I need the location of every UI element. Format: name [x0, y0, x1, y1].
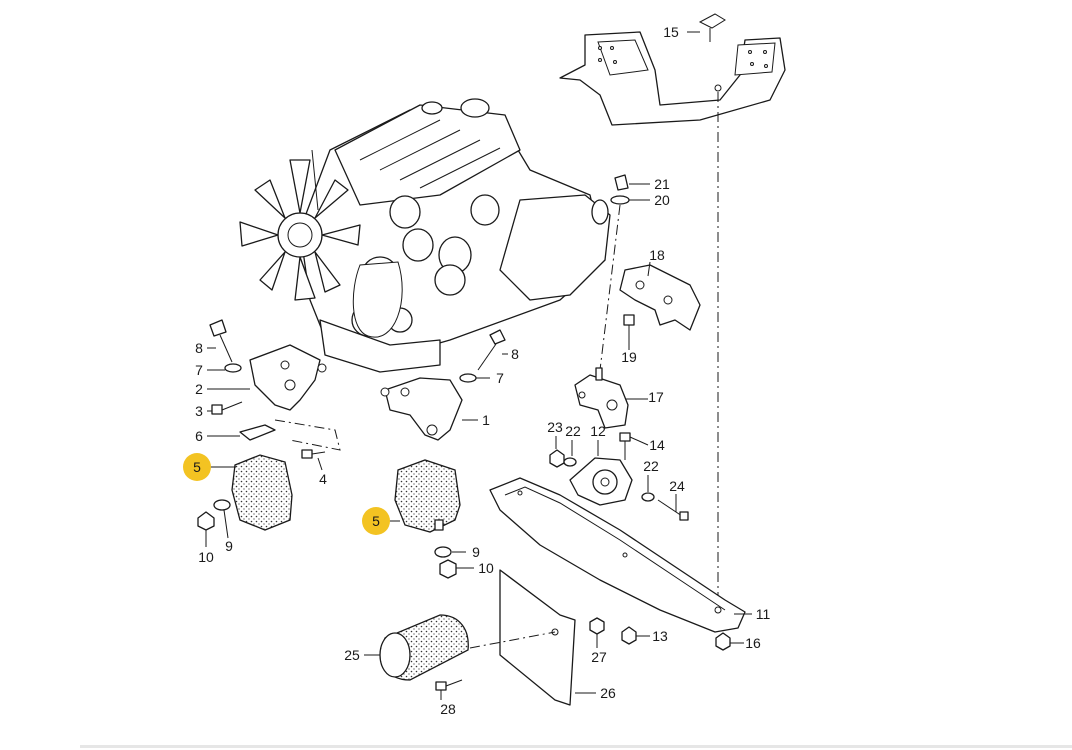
callout-7-left[interactable]: 7	[195, 362, 203, 378]
callout-13[interactable]: 13	[652, 628, 668, 644]
left-engine-mount	[197, 319, 341, 531]
callout-19[interactable]: 19	[621, 349, 637, 365]
callout-27[interactable]: 27	[591, 649, 607, 665]
callout-12[interactable]: 12	[590, 423, 606, 439]
footer-divider	[80, 745, 1072, 748]
callout-17[interactable]: 17	[648, 389, 664, 405]
callout-23[interactable]: 23	[547, 419, 563, 435]
callout-22-right[interactable]: 22	[643, 458, 659, 474]
callout-26[interactable]: 26	[600, 685, 616, 701]
callout-14[interactable]: 14	[649, 437, 665, 453]
engine-assembly	[239, 98, 611, 373]
callout-15[interactable]: 15	[663, 24, 679, 40]
callout-11[interactable]: 11	[756, 606, 771, 622]
callout-9-left[interactable]: 9	[225, 538, 233, 554]
callout-4[interactable]: 4	[319, 471, 327, 487]
callout-18[interactable]: 18	[649, 247, 665, 263]
lower-crossmember	[489, 432, 746, 651]
callout-7-center[interactable]: 7	[496, 370, 504, 386]
callout-8-center[interactable]: 8	[511, 346, 519, 362]
callout-20[interactable]: 20	[654, 192, 670, 208]
fan-icon	[239, 159, 361, 301]
callout-24[interactable]: 24	[669, 478, 685, 494]
callout-2[interactable]: 2	[195, 381, 203, 397]
exhaust-heat-shield-group	[379, 569, 605, 706]
callout-5-left[interactable]: 5	[193, 459, 201, 475]
callout-labels: 8 7 2 3 6 4 10 9 1 7 8 9 10 15 21 20 18 …	[195, 24, 770, 717]
callout-5-center[interactable]: 5	[372, 513, 380, 529]
callout-28[interactable]: 28	[440, 701, 456, 717]
upper-crossmember	[559, 13, 786, 126]
callout-25[interactable]: 25	[344, 647, 360, 663]
highlight-marker-left	[183, 453, 211, 481]
leader-lines	[205, 31, 752, 700]
callout-21[interactable]: 21	[654, 176, 670, 192]
callout-6[interactable]: 6	[195, 428, 203, 444]
callout-10-center[interactable]: 10	[478, 560, 494, 576]
callout-8-left[interactable]: 8	[195, 340, 203, 356]
callout-16[interactable]: 16	[745, 635, 761, 651]
callout-10-left[interactable]: 10	[198, 549, 214, 565]
callout-22-left[interactable]: 22	[565, 423, 581, 439]
highlight-marker-center	[362, 507, 390, 535]
callout-9-center[interactable]: 9	[472, 544, 480, 560]
right-engine-mount	[380, 329, 506, 579]
transmission-mount-group	[574, 174, 701, 429]
callout-1[interactable]: 1	[482, 412, 490, 428]
callout-3[interactable]: 3	[195, 403, 203, 419]
